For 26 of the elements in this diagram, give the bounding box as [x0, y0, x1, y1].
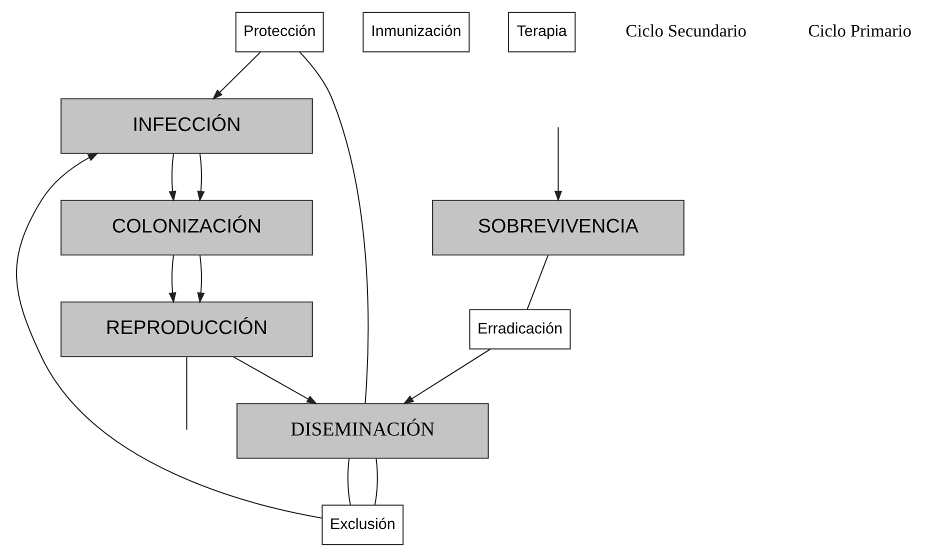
node-box: SOBREVIVENCIA [432, 200, 684, 256]
arrow [232, 356, 317, 404]
arrow [212, 52, 260, 100]
node-box: DISEMINACIÓN [236, 403, 488, 459]
node-box: Exclusión [321, 504, 404, 546]
label: Ciclo Secundario [625, 20, 746, 40]
arrow [168, 255, 176, 304]
connector [526, 255, 548, 310]
label: Ciclo Primario [808, 20, 911, 40]
node-box: Protección [234, 12, 324, 52]
arrow [196, 255, 204, 304]
arrow [196, 154, 204, 202]
arrow [168, 154, 176, 202]
node-box: Erradicación [468, 309, 570, 350]
node-box: Terapia [507, 12, 576, 52]
arrow [402, 348, 490, 404]
node-box: INFECCIÓN [60, 98, 312, 154]
connector [298, 52, 368, 404]
node-box: COLONIZACIÓN [60, 200, 312, 256]
node-box: REPRODUCCIÓN [60, 301, 312, 358]
arrow [554, 127, 562, 202]
connector [186, 357, 187, 430]
connector [374, 458, 378, 506]
arrow [16, 152, 322, 519]
connector [346, 458, 351, 506]
node-box: Inmunización [362, 12, 470, 52]
